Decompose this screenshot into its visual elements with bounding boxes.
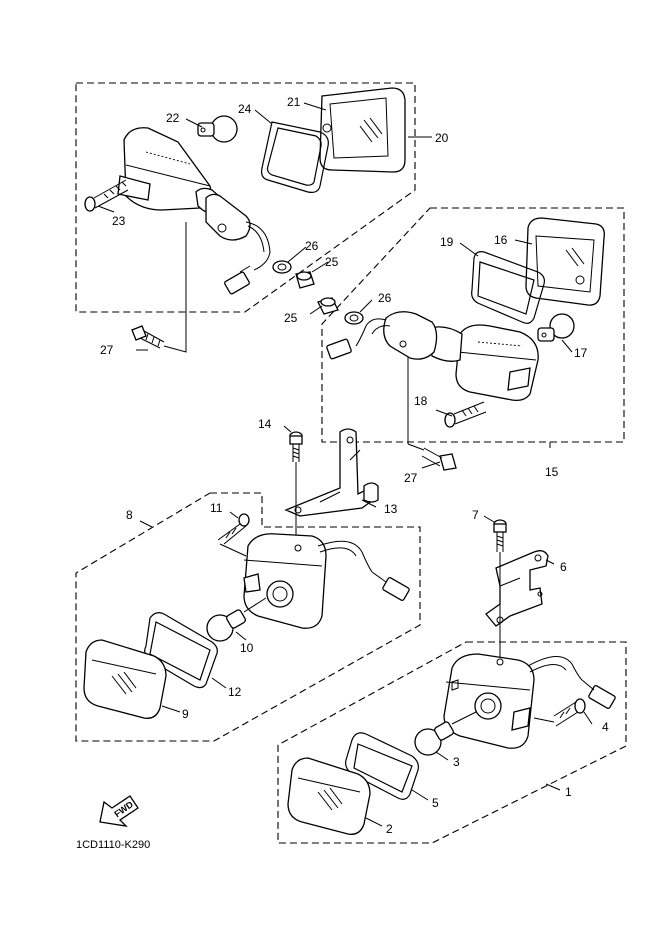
gasket-5 [345, 732, 419, 800]
part-label-25b: 25 [284, 311, 298, 325]
part-label-14: 14 [258, 417, 272, 431]
leaders-20 [97, 102, 432, 273]
bulb-10 [206, 597, 267, 642]
part-label-17: 17 [574, 346, 588, 360]
part-label-16: 16 [494, 233, 508, 247]
part-label-9: 9 [182, 707, 189, 721]
part-label-20: 20 [435, 131, 449, 145]
bolt-14 [283, 425, 303, 540]
part-label-12: 12 [228, 685, 242, 699]
diagram-code: 1CD1110-K290 [76, 839, 150, 851]
washer-26-upper [272, 260, 292, 274]
nut-25-upper [295, 271, 315, 289]
part-label-13: 13 [384, 502, 398, 516]
assembly-8-group [75, 492, 421, 742]
part-labels: 1 2 3 4 5 6 7 8 9 10 11 12 13 14 15 16 1… [100, 95, 609, 836]
bulb-22 [197, 115, 238, 143]
bulb-17 [537, 313, 575, 342]
part-label-1: 1 [565, 785, 572, 799]
part-label-27b: 27 [404, 471, 418, 485]
part-label-5: 5 [432, 796, 439, 810]
housing-15 [326, 311, 539, 402]
screw-18 [444, 401, 487, 428]
bracket-13 [284, 428, 379, 517]
part-label-26a: 26 [305, 239, 319, 253]
gasket-19 [471, 251, 545, 324]
assembly-15-boundary [321, 207, 625, 443]
bolt-7 [483, 515, 507, 660]
part-label-19: 19 [440, 235, 454, 249]
part-label-27a: 27 [100, 343, 114, 357]
bracket-6 [485, 550, 549, 627]
bolt-27-right [407, 356, 457, 471]
part-label-4: 4 [602, 720, 609, 734]
lens-2 [287, 757, 371, 835]
bolt-27-left [131, 222, 187, 353]
part-label-10: 10 [240, 641, 254, 655]
part-label-25a: 25 [325, 255, 339, 269]
nut-25-lower [317, 297, 339, 315]
part-label-3: 3 [453, 755, 460, 769]
lens-21 [319, 87, 406, 173]
housing-1 [443, 653, 616, 749]
assembly-8-boundary [75, 492, 421, 742]
part-label-21: 21 [287, 95, 301, 109]
part-label-26b: 26 [378, 291, 392, 305]
leaders-1 [365, 559, 593, 827]
gasket-24 [261, 121, 329, 193]
part-label-23: 23 [112, 214, 126, 228]
fwd-arrow: FWD [99, 795, 139, 827]
part-label-24: 24 [238, 102, 252, 116]
part-label-2: 2 [386, 822, 393, 836]
assembly-20-group [75, 82, 432, 313]
housing-20 [117, 127, 271, 295]
assembly-1-group [277, 559, 627, 844]
part-label-6: 6 [560, 560, 567, 574]
washer-26-lower [344, 311, 364, 325]
lens-16 [525, 217, 605, 306]
assembly-1-boundary [277, 641, 627, 844]
leaders-15 [309, 239, 573, 469]
bulb-3 [414, 711, 477, 756]
part-label-8: 8 [126, 508, 133, 522]
screw-23 [84, 179, 129, 212]
part-label-22: 22 [166, 111, 180, 125]
assembly-20-boundary [75, 82, 416, 313]
housing-8 [243, 533, 410, 629]
part-label-7: 7 [472, 508, 479, 522]
part-label-18: 18 [414, 394, 428, 408]
assembly-15-group [309, 207, 625, 471]
lens-9 [83, 639, 167, 719]
screw-4 [533, 698, 586, 727]
part-label-11: 11 [210, 501, 223, 515]
screw-11 [217, 513, 250, 557]
part-label-15: 15 [545, 465, 559, 479]
leaders-8 [139, 499, 377, 713]
